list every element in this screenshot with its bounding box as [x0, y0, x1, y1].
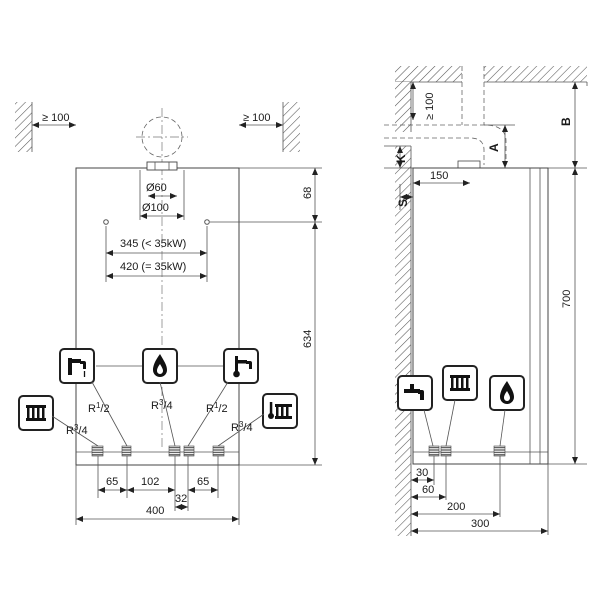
gap-65-right: 65: [197, 476, 209, 488]
side-connection-2: [440, 445, 452, 457]
wall-upper: [395, 82, 411, 132]
connection-heating-flow: [91, 445, 104, 457]
mount-width-lt35: 345 (< 35kW): [120, 238, 186, 250]
dim-b-label: B: [559, 117, 573, 126]
conn-heating-flow-label: R3/4: [66, 423, 88, 437]
hot-water-tap-icon: [397, 375, 433, 411]
clearance-right-label: ≥ 100: [243, 112, 270, 124]
boiler-side-casing: [412, 167, 549, 465]
front-view: ≥ 100 ≥ 100 Ø60 Ø100 345 (< 35kW) 420 (=…: [15, 102, 322, 525]
cold-water-tap-icon: [223, 348, 259, 384]
dim-a-label: A: [487, 143, 501, 152]
gap-32: 32: [175, 493, 187, 505]
gap-102: 102: [141, 476, 159, 488]
mounting-hole-right: [204, 219, 210, 225]
conn-cold-in-label: R1/2: [206, 401, 228, 415]
dim-k-label: K: [394, 154, 408, 163]
radiator-icon: [442, 365, 478, 401]
right-clearance-wall: [283, 102, 300, 152]
radiator-icon: [262, 393, 298, 429]
gap-65-left: 65: [106, 476, 118, 488]
offset-30: 30: [416, 467, 428, 479]
connection-gas: [168, 445, 181, 457]
total-width-400: 400: [146, 505, 164, 517]
conn-heating-return-label: R3/4: [231, 420, 253, 434]
clearance-top-label: ≥ 100: [424, 93, 436, 120]
flue-outlet: [146, 161, 178, 171]
flue-diameter-100: Ø100: [142, 202, 169, 214]
top-offset-dim: 68: [302, 187, 314, 199]
connection-heating-return: [212, 445, 225, 457]
conn-gas-label: R3/4: [151, 398, 173, 412]
mount-width-eq35: 420 (= 35kW): [120, 261, 186, 273]
flue-diameter-60: Ø60: [146, 182, 167, 194]
hot-water-tap-icon: [59, 348, 95, 384]
dim-s-label: S: [396, 199, 410, 207]
offset-300: 300: [471, 518, 489, 530]
ceiling: [395, 66, 587, 82]
left-clearance-wall: [15, 102, 32, 152]
clearance-left-label: ≥ 100: [42, 112, 69, 124]
connection-cold-in: [183, 445, 195, 457]
side-connection-3: [493, 445, 506, 457]
flame-icon: [142, 348, 178, 384]
height-700: 700: [561, 290, 573, 308]
side-connection-1: [428, 445, 440, 457]
offset-200: 200: [447, 501, 465, 513]
flue-offset-150: 150: [430, 170, 448, 182]
mounting-hole-left: [103, 219, 109, 225]
flame-icon: [489, 375, 525, 411]
side-view: ≥ 100 B A K S 150 700: [384, 66, 588, 536]
height-dim: 634: [302, 330, 314, 348]
wall-lower: [395, 146, 411, 536]
conn-dhw-out-label: R1/2: [88, 401, 110, 415]
offset-60: 60: [422, 484, 434, 496]
radiator-icon: [18, 395, 54, 431]
connection-dhw-out: [121, 445, 132, 457]
